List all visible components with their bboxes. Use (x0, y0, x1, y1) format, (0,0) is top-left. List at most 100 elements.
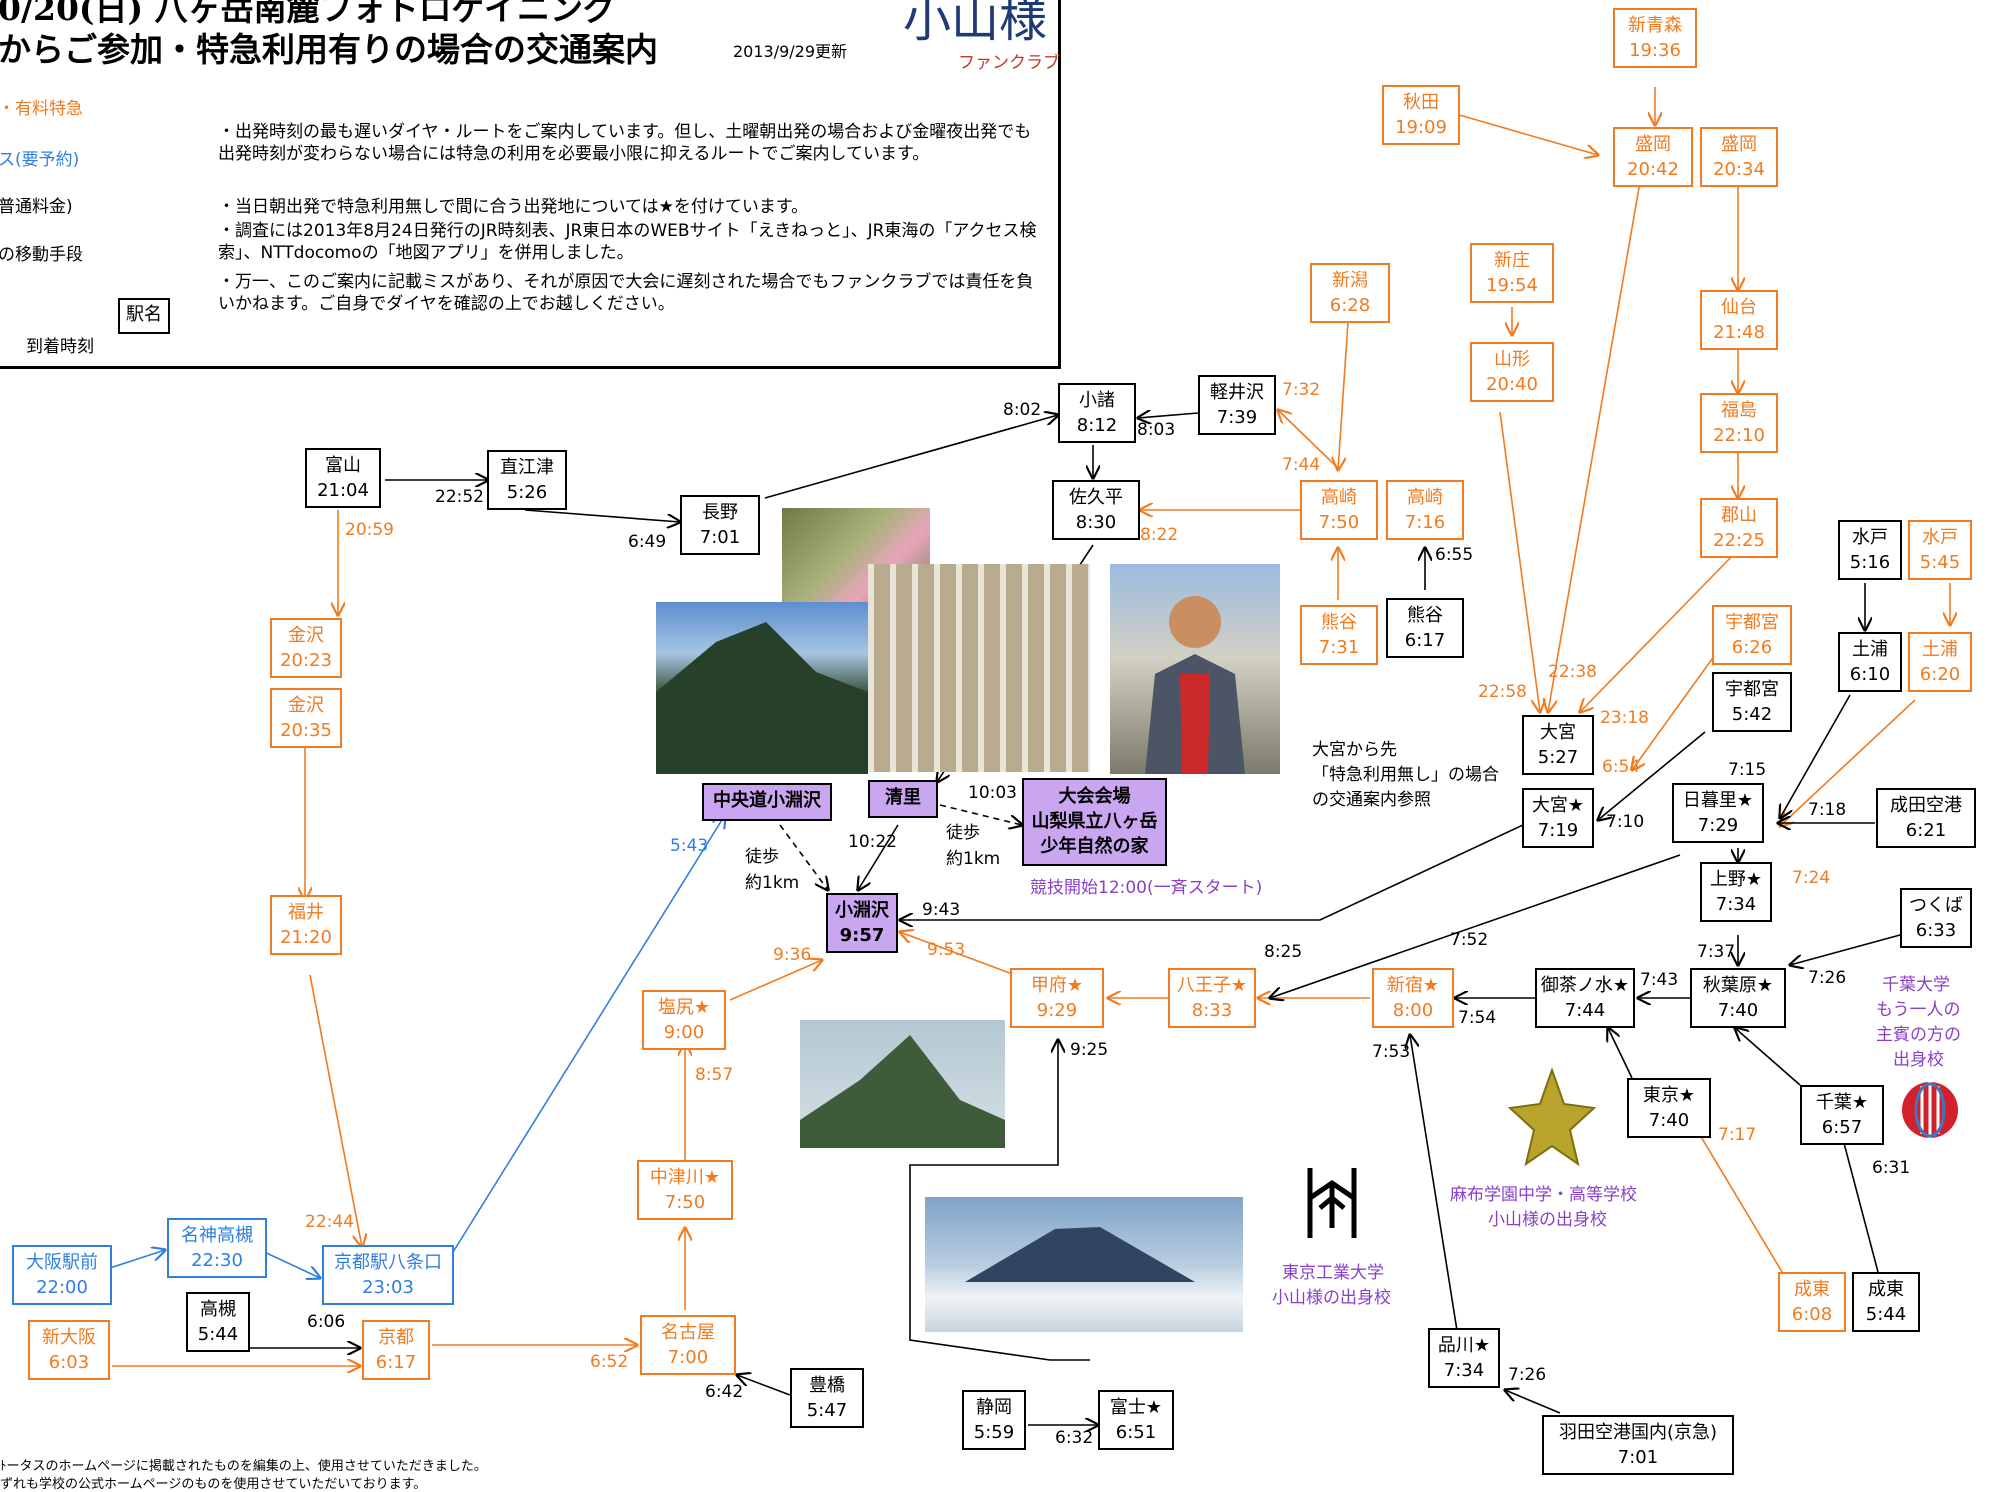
walk-chuo-kobuchizawa (779, 824, 828, 890)
route-tsuchiura-nippori (1780, 699, 1916, 826)
time-label: 5:43 (670, 836, 709, 856)
time-label: 9:53 (927, 940, 966, 960)
legend-arrive-time: 到着時刻 (26, 337, 94, 357)
page-title: 0/20(日) 八ヶ岳南麓フォトロゲイニング (0, 0, 616, 28)
time-label: 8:02 (1003, 400, 1042, 420)
route-meishin-kyotohachijo (259, 1249, 320, 1278)
updated-date: 2013/9/29更新 (733, 42, 848, 61)
legend-express: ・有料特急 (0, 99, 83, 119)
omiya-note-3: の交通案内参照 (1312, 790, 1431, 810)
chiba-univ-logo (1900, 1080, 1960, 1140)
route-nippori-omiya (1270, 854, 1681, 998)
time-label: 6:52 (590, 1352, 629, 1372)
route-nagano-komoro (764, 415, 1058, 499)
route-omiya-kobuchizawa (900, 809, 1556, 920)
page-subtitle: からご参加・特急利用有りの場合の交通案内 (0, 30, 658, 69)
route-koriyama-omiya (1580, 549, 1739, 712)
start-time-note: 競技開始12:00(一斉スタート) (1030, 878, 1263, 898)
station-nippori: 日暮里★7:29 (1672, 783, 1764, 843)
walk-label-1: 徒歩 (745, 847, 779, 867)
station-shinjuku: 新宿★8:00 (1372, 968, 1454, 1028)
route-akita-morioka (1441, 109, 1598, 155)
time-label: 7:53 (1372, 1042, 1411, 1062)
chiba-univ-label-4: 出身校 (1893, 1050, 1944, 1070)
time-label: 10:03 (968, 783, 1017, 803)
route-kiyosato-kobuchizawa (858, 824, 899, 890)
route-osaka-meishin (109, 1250, 165, 1269)
station-kiyosato: 清里 (868, 780, 938, 818)
time-label: 22:52 (435, 487, 484, 507)
time-label: 7:17 (1718, 1125, 1757, 1145)
time-label: 20:59 (345, 520, 394, 540)
azabu-label-1: 麻布学園中学・高等学校 (1450, 1185, 1637, 1205)
time-label: 7:37 (1697, 942, 1736, 962)
time-label: 7:10 (1606, 812, 1645, 832)
legend-bus: ス(要予約) (0, 150, 80, 170)
venue-box: 大会会場山梨県立八ヶ岳少年自然の家 (1022, 778, 1167, 866)
time-label: 7:32 (1282, 380, 1321, 400)
note-1: ・出発時刻の最も遅いダイヤ・ルートをご案内しています。但し、土曜朝出発の場合およ… (218, 122, 1032, 164)
route-fuji-kofu (909, 1040, 1090, 1361)
station-ueno: 上野★7:34 (1700, 862, 1772, 922)
route-shiojiri-kobuchizawa (729, 960, 822, 1001)
station-shinagawa: 品川★7:34 (1428, 1328, 1500, 1388)
station-ochanomizu: 御茶ノ水★7:44 (1535, 968, 1635, 1028)
walk-dist-2: 約1km (946, 849, 1001, 869)
time-label: 6:31 (1872, 1158, 1911, 1178)
walk-label-2: 徒歩 (946, 823, 980, 843)
mt-fuji-photo (925, 1197, 1243, 1332)
time-label: 22:58 (1478, 682, 1527, 702)
omiya-note-1: 大宮から先 (1312, 740, 1397, 760)
mountain-photo-2 (800, 1020, 1005, 1148)
time-label: 7:18 (1808, 800, 1847, 820)
station-shiojiri: 塩尻★9:00 (642, 990, 726, 1050)
note-2: ・当日朝出発で特急利用無しで間に合う出発地については★を付けています。 (218, 197, 809, 217)
route-naruto2-chiba (1840, 1128, 1879, 1273)
station-fuji: 富士★6:51 (1098, 1390, 1174, 1450)
route-fukui-kyotohachijo (309, 974, 362, 1247)
route-tsukuba-akihabara (1790, 934, 1901, 965)
route-niigata-takasaki (1338, 321, 1349, 470)
time-label: 8:22 (1140, 525, 1179, 545)
route-utsunomiya2-omiya (1598, 731, 1706, 820)
time-label: 23:18 (1600, 708, 1649, 728)
mountain-photo-1 (656, 602, 868, 774)
time-label: 22:38 (1548, 662, 1597, 682)
route-tsuchiura-nippori-b (1780, 694, 1851, 818)
time-label: 8:03 (1137, 420, 1176, 440)
time-label: 7:54 (1458, 1008, 1497, 1028)
birch-forest-photo (868, 564, 1090, 772)
legend-other: の移動手段 (0, 245, 83, 265)
time-label: 6:32 (1055, 1428, 1094, 1448)
header-panel: 0/20(日) 八ヶ岳南麓フォトロゲイニング からご参加・特急利用有りの場合の交… (0, 0, 1061, 369)
route-haneda-shinagawa (1505, 1390, 1561, 1414)
route-morioka1-omiya (1548, 181, 1641, 712)
route-shinagawa-shinjuku (1410, 1035, 1463, 1363)
azabu-label-2: 小山様の出身校 (1488, 1210, 1607, 1230)
chiba-univ-label-3: 主賓の方の (1876, 1025, 1961, 1045)
